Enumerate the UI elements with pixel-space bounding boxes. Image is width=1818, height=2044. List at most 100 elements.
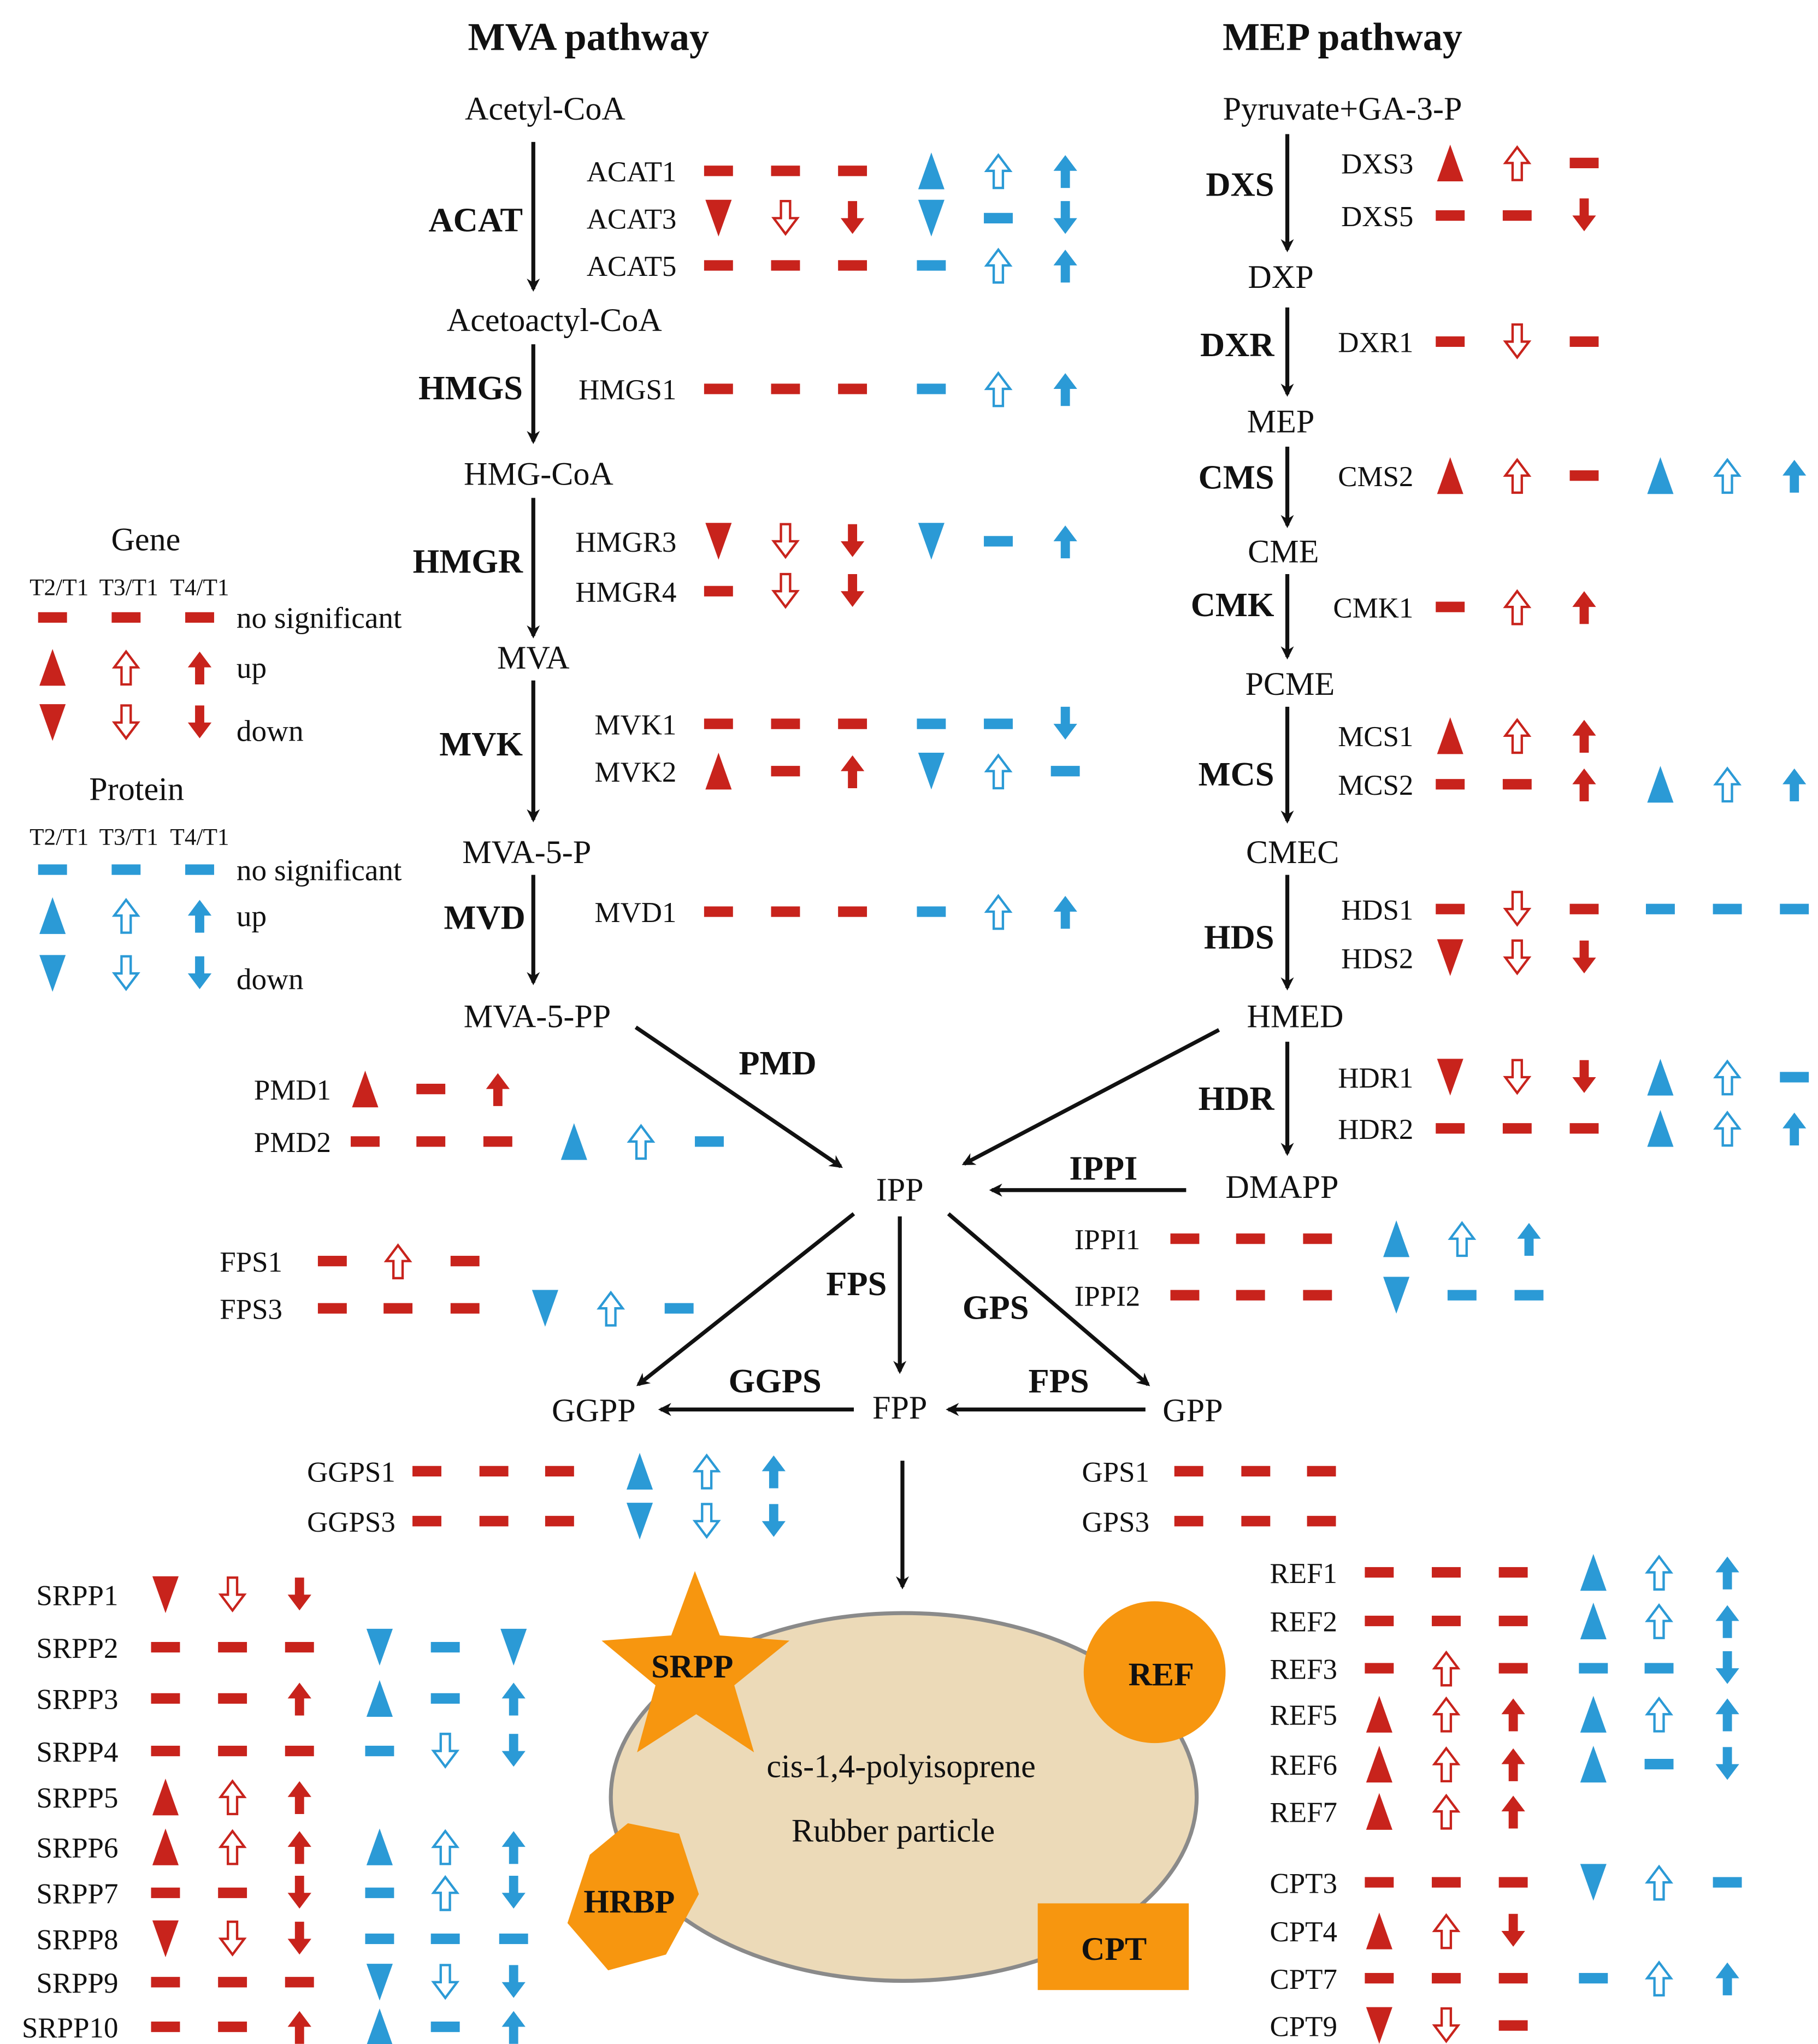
gene-mvk1-protein-3-symbol [984, 718, 1013, 729]
legend-gene-ns-label: no significant [237, 601, 402, 635]
gene-srpp4-rna-2-symbol [151, 1745, 180, 1757]
gene-acat5-rna-4-symbol [838, 260, 867, 271]
srpp-star-shape [601, 1571, 790, 1752]
gene-cpt7-protein-2-symbol [1579, 1972, 1608, 1984]
ref-shape-label: REF [1129, 1656, 1194, 1693]
enzyme-pmd: PMD [739, 1044, 816, 1082]
gene-srpp1-rna-4-symbol [287, 1578, 311, 1611]
gene-srpp8-rna-2-symbol [152, 1920, 179, 1958]
gene-srpp9-rna-4-symbol [285, 1977, 314, 1988]
legend-gene-down-label: down [237, 714, 304, 747]
gene-acat1-protein-3-symbol [984, 153, 1013, 190]
gene-ref7-rna-4-symbol [1501, 1795, 1525, 1829]
gene-gps3-rna-2-symbol [1174, 1516, 1203, 1527]
gene-srpp9-protein-4-symbol [501, 1965, 526, 1998]
gene-srpp7-protein-4-symbol [501, 1876, 526, 1909]
gene-acat5-rna-2-symbol [704, 260, 733, 271]
gene-cpt7-rna-4-symbol [1498, 1972, 1528, 1984]
gene-hmgr3-protein-3-symbol [984, 536, 1013, 547]
gene-srpp7-protein-2-symbol [365, 1887, 394, 1898]
gene-label-mcs2: MCS2 [1338, 770, 1413, 801]
gene-hmgs1-protein-4-symbol [1053, 373, 1077, 406]
metabolite-acetoacetyl-coa: Acetoactyl-CoA [447, 302, 662, 339]
gene-mcs1-rna-4-symbol [1572, 719, 1596, 753]
gene-srpp7-rna-3-symbol [218, 1887, 247, 1898]
gene-fps3-protein-2-symbol [532, 1290, 558, 1327]
gene-fps3-rna-4-symbol [450, 1303, 480, 1314]
gene-hdr1-protein-4-symbol [1780, 1072, 1809, 1083]
gene-ref1-protein-3-symbol [1645, 1555, 1674, 1591]
gene-hdr2-protein-4-symbol [1782, 1112, 1807, 1146]
metabolite-hmg-coa: HMG-CoA [464, 456, 613, 493]
gene-ref6-rna-4-symbol [1501, 1748, 1525, 1781]
gene-cms2-protein-3-symbol [1713, 458, 1742, 494]
gene-ref2-rna-2-symbol [1365, 1615, 1394, 1627]
metabolite-fpp: FPP [872, 1390, 927, 1426]
gene-hds2-rna-2-symbol [1437, 939, 1463, 976]
gene-acat3-rna-4-symbol [840, 201, 865, 234]
gene-cpt9-rna-3-symbol [1432, 2007, 1461, 2043]
arrow-pmd [634, 1025, 843, 1168]
enzyme-dxr: DXR [1200, 326, 1274, 364]
gene-hdr1-protein-3-symbol [1713, 1059, 1742, 1096]
gene-ref1-rna-4-symbol [1498, 1567, 1528, 1578]
gene-ref2-protein-4-symbol [1715, 1605, 1739, 1638]
gene-ref6-protein-4-symbol [1715, 1747, 1739, 1780]
gene-srpp3-protein-4-symbol [501, 1682, 526, 1716]
gene-hmgs1-rna-3-symbol [771, 383, 800, 394]
gene-srpp6-protein-3-symbol [431, 1829, 460, 1865]
gene-label-ippi1: IPPI1 [1075, 1224, 1141, 1256]
gene-acat5-protein-3-symbol [984, 247, 1013, 284]
gene-ggps1-protein-2-symbol [627, 1452, 653, 1490]
legend-protein-2-1-symbol [111, 955, 140, 991]
gene-fps3-protein-4-symbol [664, 1303, 694, 1314]
gene-ref2-protein-3-symbol [1645, 1603, 1674, 1639]
gene-pmd1-rna-4-symbol [486, 1073, 510, 1106]
gene-label-mcs1: MCS1 [1338, 721, 1413, 753]
metabolite-dmapp: DMAPP [1225, 1169, 1338, 1206]
gene-mvk1-rna-3-symbol [771, 718, 800, 729]
gene-srpp2-protein-2-symbol [366, 1628, 393, 1666]
gene-label-pmd2: PMD2 [254, 1127, 331, 1159]
mva-pathway-title: MVA pathway [468, 15, 710, 59]
metabolite-ggpp: GGPP [552, 1392, 636, 1429]
gene-label-ref3: REF3 [1270, 1653, 1337, 1685]
gene-label-dxr1: DXR1 [1338, 327, 1413, 359]
gene-srpp6-protein-4-symbol [501, 1831, 526, 1864]
gene-hdr2-rna-3-symbol [1502, 1123, 1532, 1134]
gene-hdr1-rna-2-symbol [1437, 1059, 1463, 1096]
gene-label-srpp1: SRPP1 [36, 1580, 118, 1612]
gene-acat3-protein-2-symbol [918, 199, 945, 237]
gene-acat3-protein-3-symbol [984, 212, 1013, 223]
gene-hmgs1-protein-2-symbol [917, 383, 946, 394]
gene-acat1-rna-4-symbol [838, 166, 867, 176]
gene-label-ref1: REF1 [1270, 1558, 1337, 1590]
gene-label-pmd1: PMD1 [254, 1074, 331, 1106]
gene-hds2-rna-4-symbol [1572, 940, 1596, 974]
gene-mcs2-protein-2-symbol [1647, 766, 1674, 803]
gene-ggps3-rna-2-symbol [412, 1516, 441, 1527]
gene-label-acat3: ACAT3 [587, 204, 677, 235]
gene-dxr1-rna-3-symbol [1503, 323, 1532, 359]
gene-mvd1-protein-3-symbol [984, 894, 1013, 930]
gene-label-mvk2: MVK2 [595, 757, 677, 788]
gene-srpp6-rna-4-symbol [287, 1831, 311, 1864]
gene-pmd2-protein-2-symbol [560, 1123, 587, 1160]
gene-ippi1-rna-3-symbol [1236, 1233, 1265, 1244]
gene-hmgr3-protein-2-symbol [918, 523, 945, 560]
gene-mvk2-protein-4-symbol [1050, 766, 1080, 777]
enzyme-mvd: MVD [444, 898, 526, 936]
enzyme-cms: CMS [1199, 458, 1274, 497]
gene-srpp10-rna-4-symbol [287, 2011, 311, 2044]
legend-protein-2-0-symbol [39, 955, 66, 992]
gene-ref7-rna-2-symbol [1366, 1793, 1392, 1830]
gene-label-dxs3: DXS3 [1341, 149, 1413, 180]
gene-ref3-protein-3-symbol [1644, 1663, 1674, 1674]
gene-cpt3-protein-4-symbol [1713, 1877, 1742, 1888]
gene-ggps3-protein-4-symbol [762, 1504, 786, 1537]
gene-hds1-rna-2-symbol [1436, 903, 1465, 914]
gene-srpp10-protein-3-symbol [430, 2021, 460, 2033]
gene-ggps1-rna-3-symbol [479, 1466, 509, 1476]
gene-mvk2-rna-3-symbol [771, 766, 800, 777]
gene-acat5-protein-4-symbol [1053, 250, 1077, 283]
